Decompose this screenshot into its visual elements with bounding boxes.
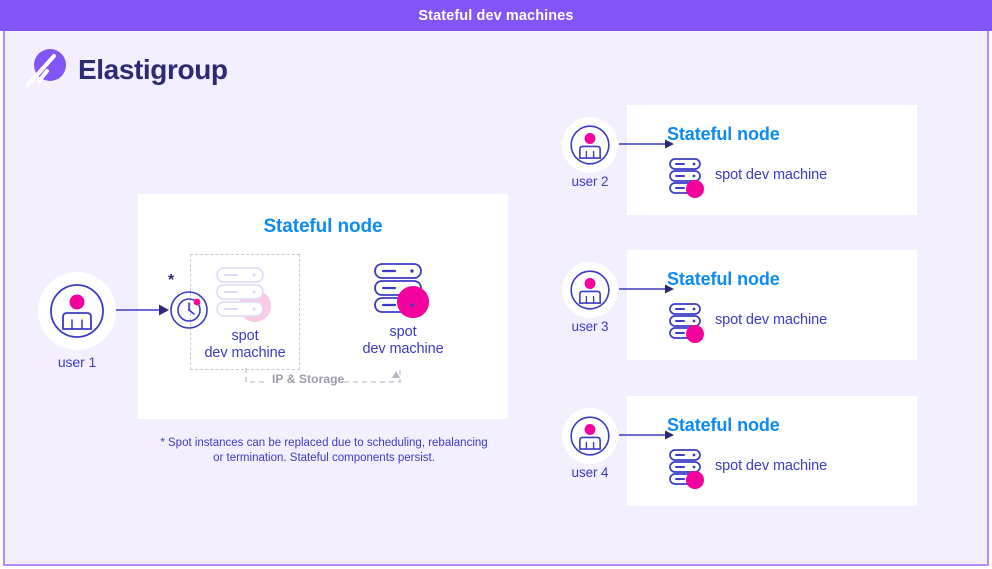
user-label: user 2 <box>571 174 609 189</box>
arrow-right-icon <box>619 137 677 151</box>
user-avatar-icon <box>562 262 618 318</box>
footnote-line2: or termination. Stateful components pers… <box>213 452 435 464</box>
card-title: Stateful node <box>667 124 780 144</box>
right-row-user-4: Stateful node <box>556 396 936 516</box>
arrow-right-icon <box>619 428 677 442</box>
ip-storage-bracket <box>240 368 410 392</box>
server-stack-icon <box>668 302 706 343</box>
server-stack-icon <box>668 448 706 489</box>
stateful-node-card: Stateful node <box>627 105 917 215</box>
ip-storage-label: IP & Storage <box>272 372 345 386</box>
user-avatar-icon <box>38 272 116 350</box>
stateful-node-card: Stateful node <box>627 396 917 506</box>
machine-label: spot dev machine <box>185 328 305 362</box>
card-title: Stateful node <box>667 269 780 289</box>
server-stack-icon <box>668 157 706 198</box>
footnote: * Spot instances can be replaced due to … <box>138 436 510 466</box>
asterisk-marker: * <box>168 272 175 289</box>
card-label: spot dev machine <box>715 458 828 474</box>
user-avatar-icon <box>562 117 618 173</box>
machine-label-line1: spot <box>231 328 259 344</box>
machine-label: spot dev machine <box>343 324 463 358</box>
stateful-node-card: Stateful node <box>627 250 917 360</box>
right-row-user-3: Stateful node <box>556 250 936 370</box>
page-title: Stateful dev machines <box>418 7 574 24</box>
user-2: user 2 <box>556 117 624 189</box>
user-avatar-icon <box>562 408 618 464</box>
spot-dev-machine-active: spot dev machine <box>343 258 463 358</box>
brand-logo: Elastigroup <box>22 47 228 93</box>
spot-dev-machine-faded: spot dev machine <box>185 262 305 362</box>
user-label: user 4 <box>571 465 609 480</box>
right-row-user-2: Stateful node <box>556 105 936 225</box>
arrow-user1-to-node-icon <box>107 300 173 320</box>
clock-icon <box>169 290 209 330</box>
user-1: user 1 <box>38 272 116 370</box>
machine-label-line2: dev machine <box>362 341 444 357</box>
footnote-line1: * Spot instances can be replaced due to … <box>160 437 488 449</box>
header-bar: Stateful dev machines <box>0 0 992 31</box>
card-title: Stateful node <box>667 415 780 435</box>
user-4: user 4 <box>556 408 624 480</box>
arrow-right-icon <box>619 282 677 296</box>
elastigroup-comet-logo-icon <box>22 47 68 93</box>
main-card-title: Stateful node <box>263 216 383 237</box>
card-label: spot dev machine <box>715 312 828 328</box>
brand-name: Elastigroup <box>78 54 228 85</box>
server-stack-icon <box>343 258 463 320</box>
machine-label-line1: spot <box>389 324 417 340</box>
server-stack-icon <box>185 262 305 324</box>
user-label: user 3 <box>571 319 609 334</box>
machine-label-line2: dev machine <box>204 345 286 361</box>
user-label: user 1 <box>57 354 97 370</box>
card-label: spot dev machine <box>715 167 828 183</box>
user-3: user 3 <box>556 262 624 334</box>
